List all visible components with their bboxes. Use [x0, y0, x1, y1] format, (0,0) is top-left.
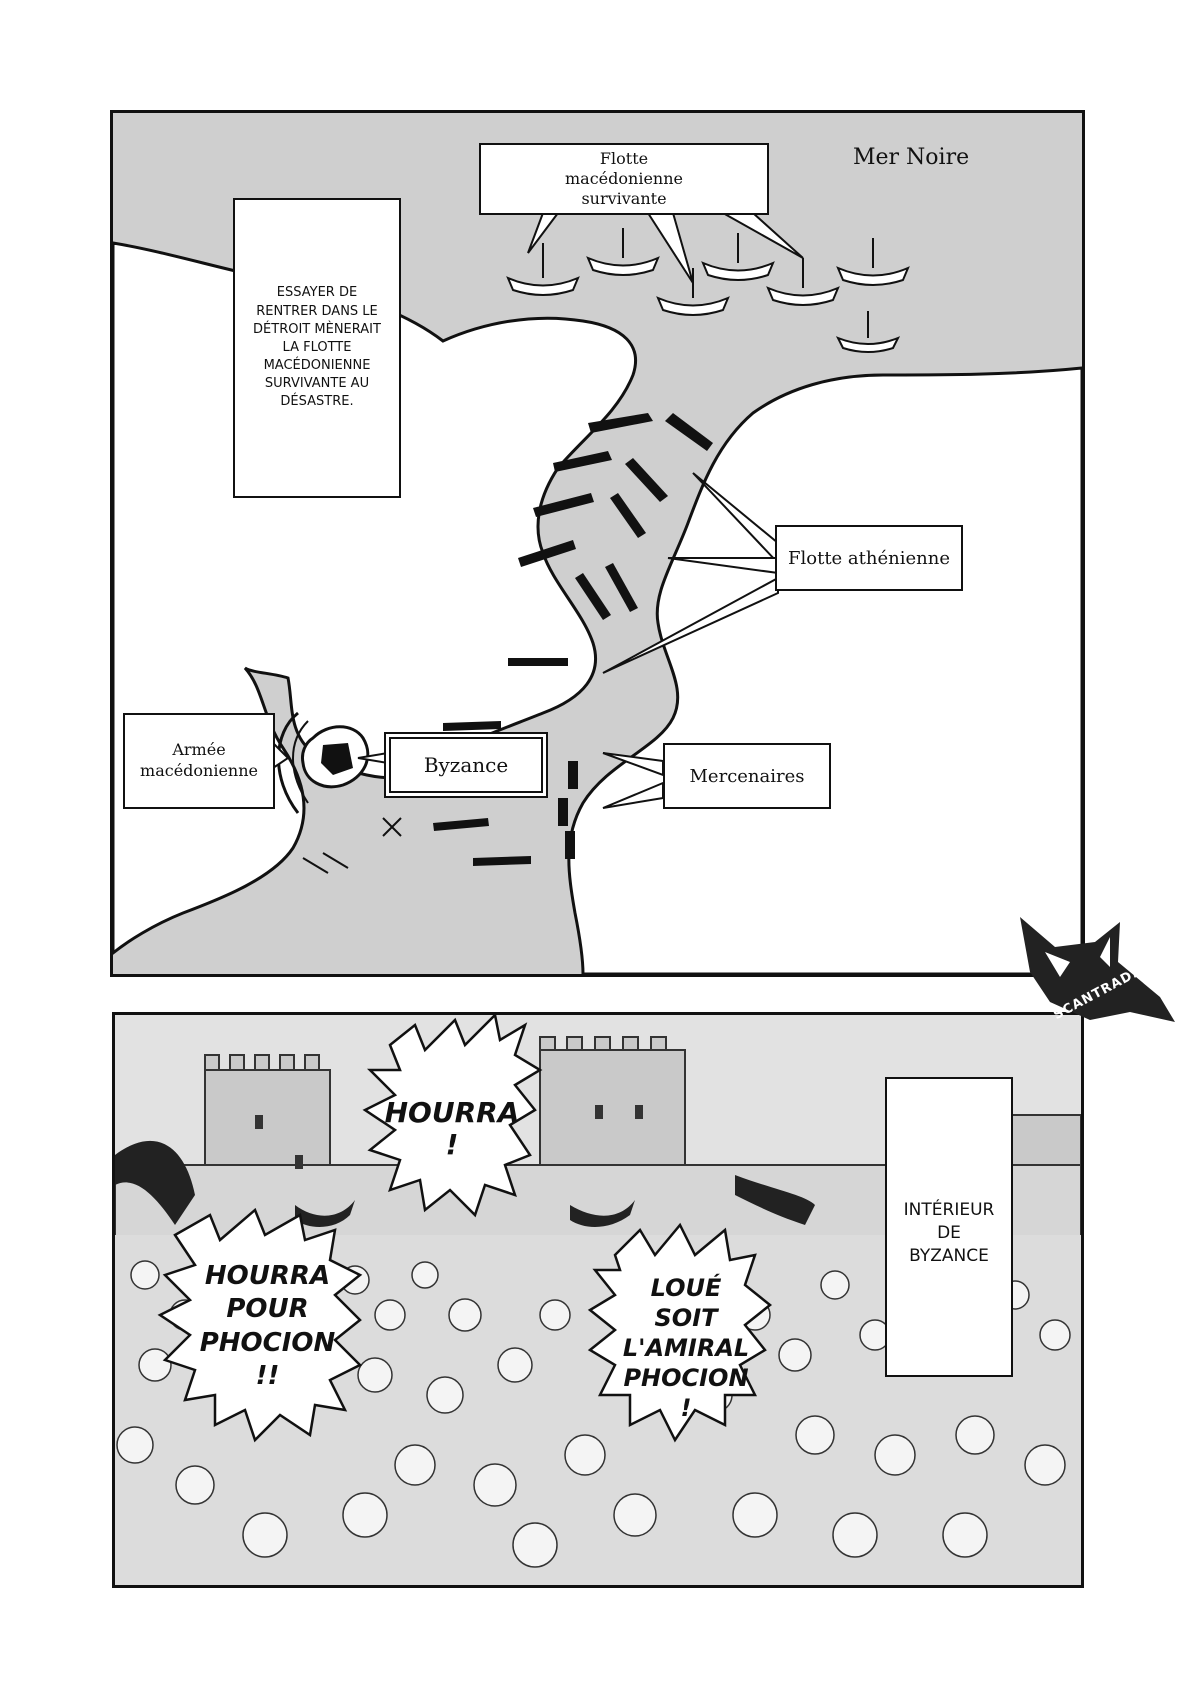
ship-prows	[115, 1140, 815, 1227]
city-block	[321, 743, 353, 775]
byzance-callout: Byzance	[389, 737, 543, 793]
wreck-boats	[302, 852, 349, 874]
macedonian-army-callout: Armée macédonienne	[123, 713, 275, 809]
scantrad-fox-logo	[1020, 917, 1175, 1022]
surviving-fleet-callout: Flotte macédonienne survivante	[479, 143, 769, 215]
eastern-landmass	[567, 366, 1082, 974]
location-caption: INTÉRIEUR DE BYZANCE	[885, 1077, 1013, 1377]
burst-bubble-hourra	[362, 1015, 543, 1218]
wreck-marker	[382, 817, 402, 837]
macedonian-ships	[506, 228, 910, 353]
map-panel: Mer Noire Flotte macédonienne survivante…	[110, 110, 1085, 977]
burst-bubble-phocion	[157, 1207, 363, 1443]
burst-bubble-loue	[587, 1222, 773, 1443]
narration-box: ESSAYER DE RENTRER DANS LE DÉTROIT MÈNER…	[233, 198, 401, 498]
siege-arc-inner	[292, 720, 309, 804]
athenian-fleet-callout: Flotte athénienne	[775, 525, 963, 591]
mercenaries-callout: Mercenaires	[663, 743, 831, 809]
mercenary-units	[558, 761, 578, 859]
sea-label: Mer Noire	[853, 145, 970, 170]
shout-hourra: HOURRA !	[384, 1096, 520, 1162]
crowd-panel: HOURRA ! HOURRA POUR PHOCION !! LOUÉ SOI…	[112, 1012, 1084, 1588]
shout-hourra-pour-phocion: HOURRA POUR PHOCION !!	[199, 1261, 336, 1391]
shout-loue-soit-amiral: LOUÉ SOIT L'AMIRAL PHOCION !	[622, 1274, 750, 1422]
athenian-ships	[433, 413, 713, 866]
